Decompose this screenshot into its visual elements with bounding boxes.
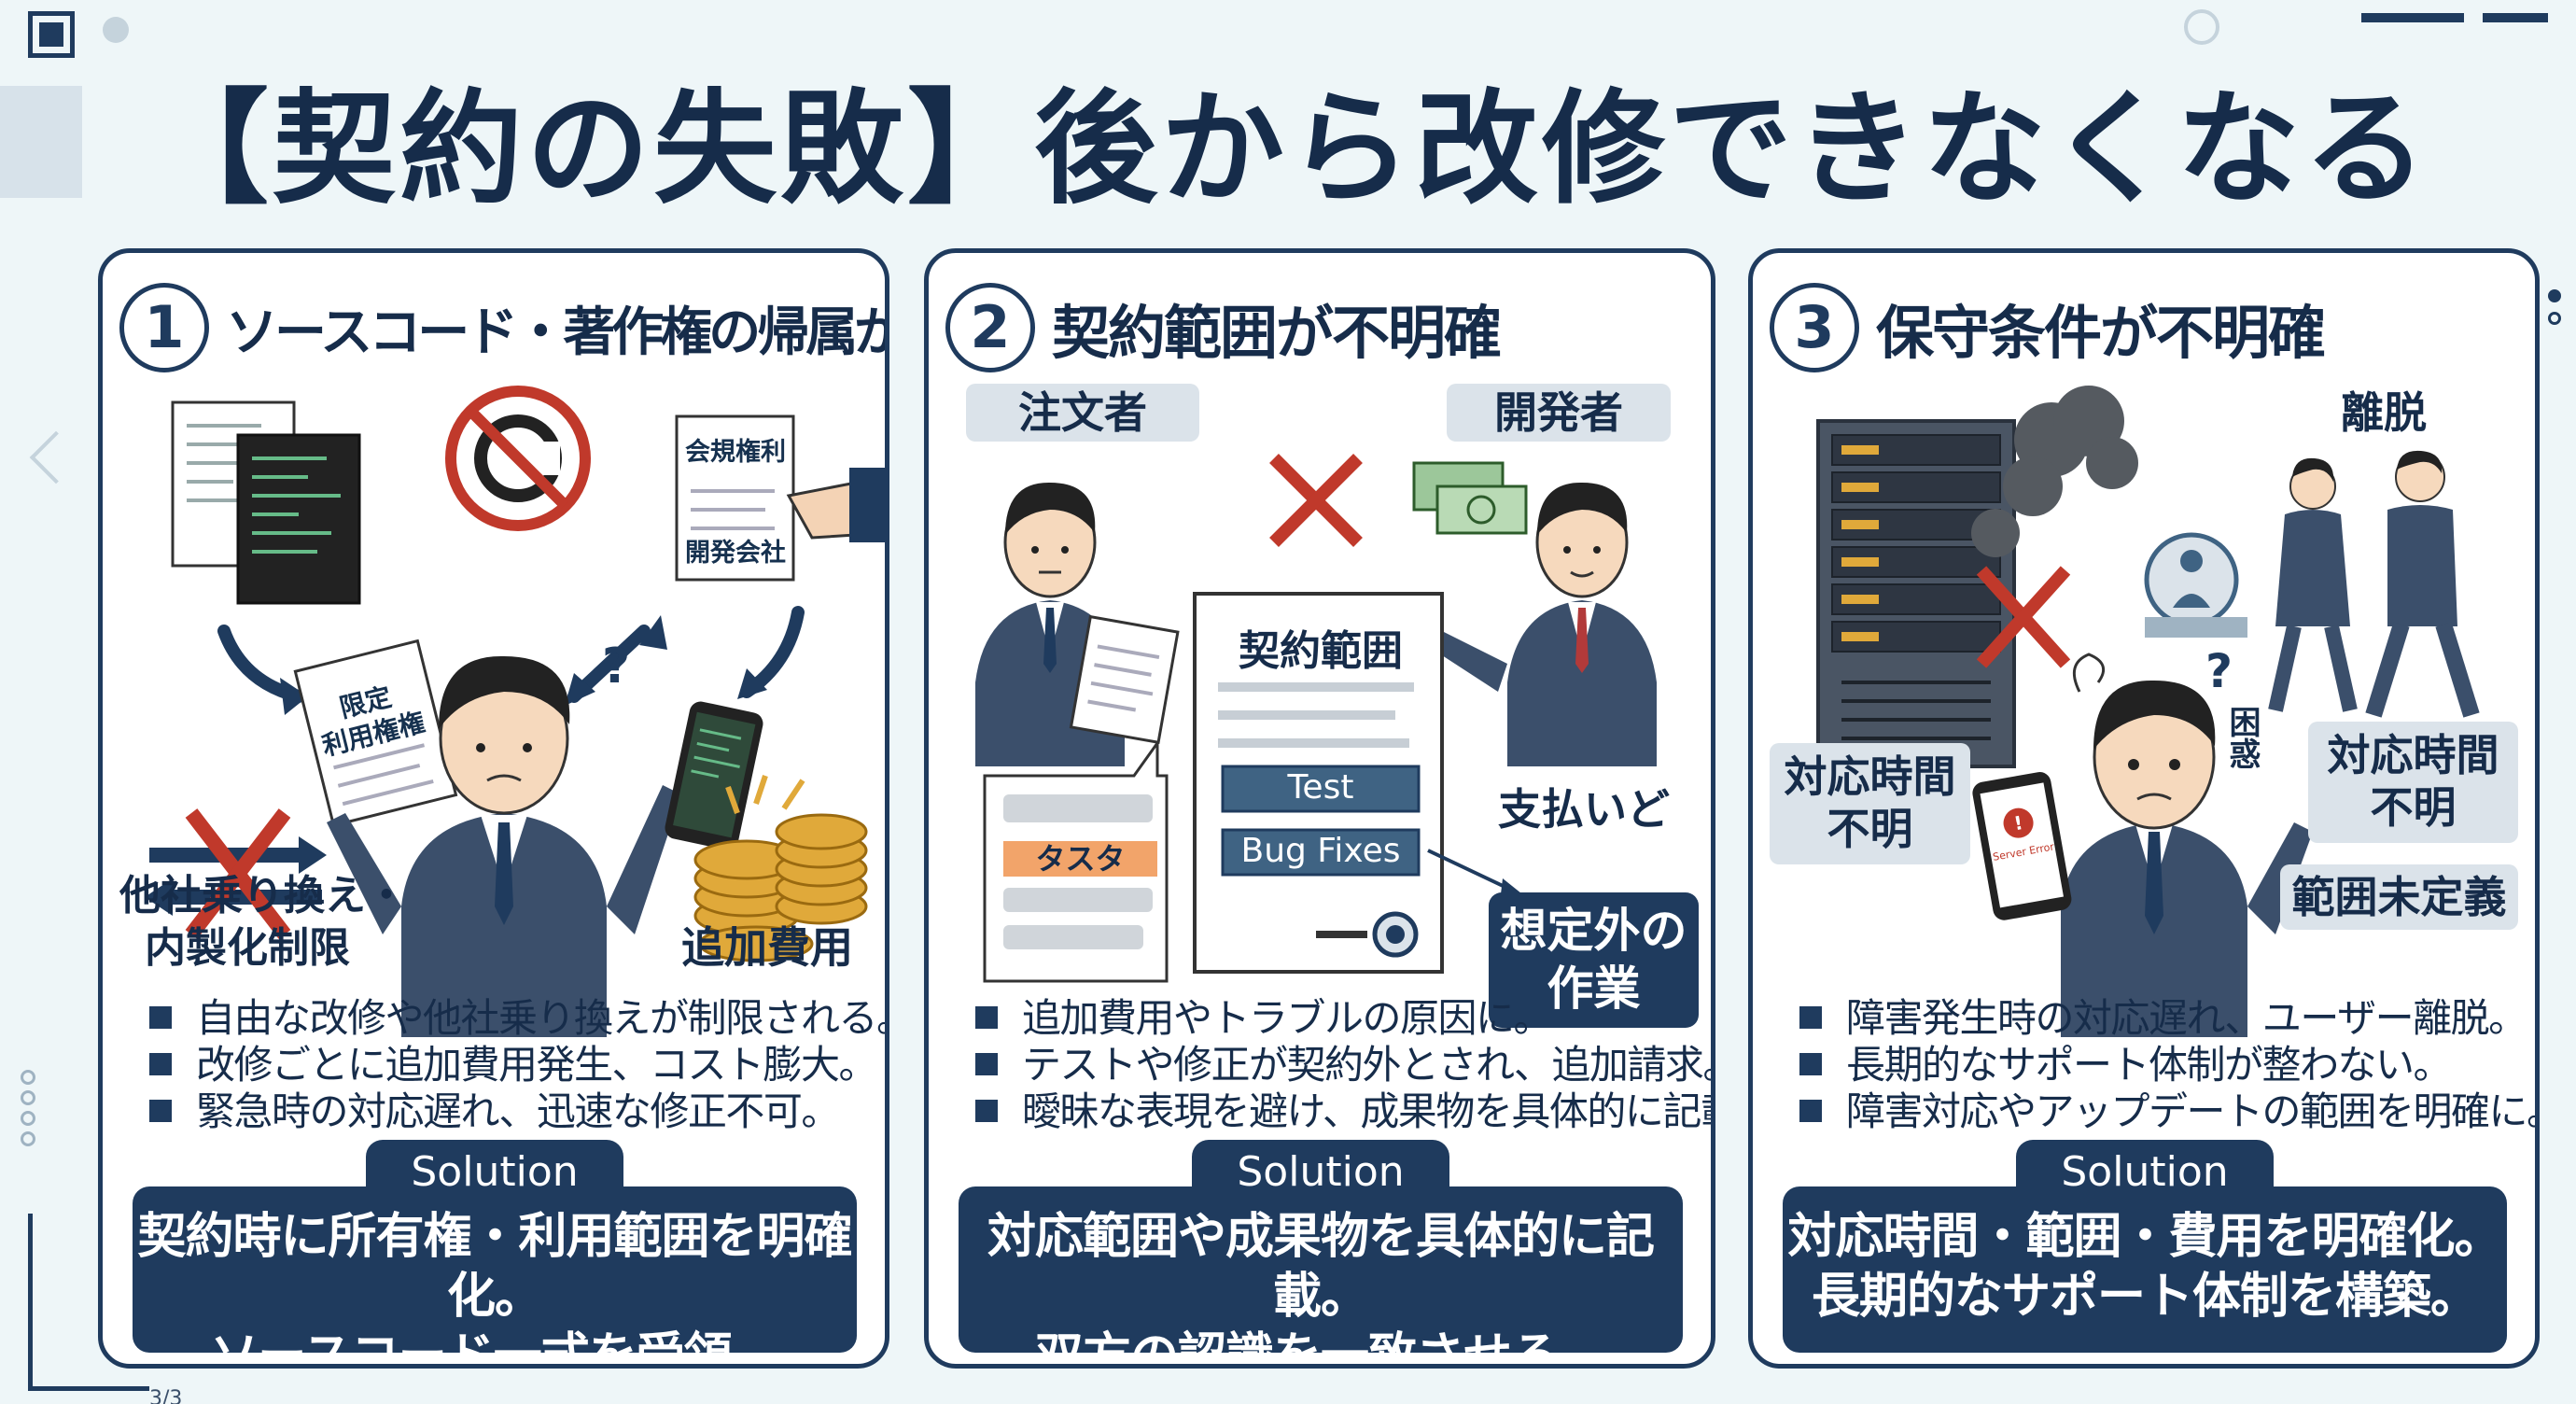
list-item: 緊急時の対応遅れ、迅速な修正不可。 [149, 1088, 885, 1135]
solution-line1: 対応範囲や成果物を具体的に記載。 [987, 1209, 1655, 1325]
label-switch-line1: 他社乗り換え・ [119, 872, 407, 920]
list-item: テストや修正が契約外とされ、追加請求。 [975, 1042, 1711, 1088]
solution-label: Solution [1192, 1140, 1449, 1201]
svg-text:!: ! [2012, 811, 2024, 835]
list-item: 障害対応やアップデートの範囲を明確に。 [1799, 1088, 2535, 1135]
panel-number: 3 [1770, 283, 1859, 372]
label-switch-line2: 内製化制限 [145, 924, 350, 972]
limited-license-document-icon [293, 639, 458, 828]
question-mark-icon: ? [602, 639, 630, 695]
no-copyright-icon [445, 386, 591, 531]
panel-number: 1 [119, 283, 209, 372]
panel-header: 2 契約範囲が不明確 [945, 281, 1502, 374]
bubble-item: タスタ [1035, 841, 1126, 877]
tag-response-time-unknown-left: 対応時間 不明 [1770, 743, 1970, 864]
bullet-list: 障害発生時の対応遅れ、ユーザー離脱。 長期的なサポート体制が整わない。 障害対応… [1799, 995, 2535, 1135]
scope-item-test: Test [1287, 768, 1354, 807]
deco-corner-line [28, 1214, 149, 1391]
solution-line2: 双方の認識を一致させる。 [1034, 1328, 1607, 1369]
smoke-icon [1971, 386, 2138, 557]
panel-maintenance: 3 保守条件が不明確 [1748, 248, 2540, 1369]
panel-title: ソースコード・著作権の帰属が曖昧 [226, 302, 885, 363]
solution-label: Solution [2016, 1140, 2274, 1201]
page-title: 【契約の失敗】後から改修できなくなる [146, 77, 2430, 221]
deco-chevron-left-icon [29, 430, 83, 484]
tag-scope-undefined: 範囲未定義 [2280, 864, 2518, 930]
panel-source-code: 1 ソースコード・著作権の帰属が曖昧 [98, 248, 889, 1369]
error-phone-icon: ! Server Error [1972, 772, 2072, 920]
panel-title: 契約範囲が不明確 [1052, 299, 1502, 367]
list-item: 長期的なサポート体制が整わない。 [1799, 1042, 2535, 1088]
solution-line2: 長期的なサポート体制を構築。 [1811, 1269, 2479, 1325]
deco-ring [2184, 9, 2219, 45]
list-item: 改修ごとに追加費用発生、コスト膨大。 [149, 1042, 885, 1088]
solution-label: Solution [366, 1140, 623, 1201]
tag-response-time-unknown-right: 対応時間 不明 [2308, 722, 2518, 843]
rights-document-icon [675, 414, 885, 582]
solution-line2: ソースコード一式を受領。 [210, 1328, 779, 1369]
panel-contract-scope: 2 契約範囲が不明確 注文者 開発者 [924, 248, 1715, 1369]
smartphone-icon [665, 701, 763, 850]
panel-header: 1 ソースコード・著作権の帰属が曖昧 [119, 281, 885, 374]
solution-box: 対応範囲や成果物を具体的に記載。 双方の認識を一致させる。 [959, 1186, 1683, 1364]
deco-block [0, 86, 82, 198]
solution-box: 契約時に所有権・利用範囲を明確化。 ソースコード一式を受領。 [133, 1186, 857, 1364]
label-leave: 離脱 [2341, 387, 2427, 438]
cross-icon [1269, 454, 1363, 547]
list-item: 追加費用やトラブルの原因に。 [975, 995, 1711, 1042]
speech-bubble [983, 738, 1169, 983]
list-item: 曖昧な表現を避け、成果物を具体的に記載。 [975, 1088, 1711, 1135]
question-mark-icon: ? [2205, 644, 2233, 698]
tag-client: 注文者 [966, 384, 1199, 442]
deco-dot [103, 17, 129, 43]
deco-bar [2361, 13, 2464, 22]
contract-doc-title: 契約範囲 [1239, 627, 1403, 675]
leaving-man-icon [2365, 450, 2480, 718]
panel-title: 保守条件が不明確 [1876, 299, 2326, 367]
label-payment: 支払いど [1498, 784, 1670, 835]
label-confused: 困惑 [2223, 706, 2261, 769]
solution-box: 対応時間・範囲・費用を明確化。 長期的なサポート体制を構築。 [1783, 1186, 2507, 1353]
worried-businessman-icon: ? [327, 639, 681, 1037]
clipboard-icon [1069, 614, 1180, 745]
page-indicator: 3/3 [149, 1387, 183, 1404]
server-rack-icon [1816, 419, 2016, 768]
deco-bar [2483, 13, 2548, 22]
illustration-contract-scope: 注文者 開発者 [929, 384, 1711, 1037]
bullet-list: 自由な改修や他社乗り換えが制限される。 改修ごとに追加費用発生、コスト膨大。 緊… [149, 995, 885, 1135]
switch-arrows-icon [145, 808, 327, 939]
tag-unexpected-work: 想定外の 作業 [1489, 892, 1699, 1028]
list-item: 障害発生時の対応遅れ、ユーザー離脱。 [1799, 995, 2535, 1042]
scope-item-bug-fixes: Bug Fixes [1240, 832, 1401, 870]
developer-businessman-icon [1393, 482, 1657, 766]
source-code-document-icon [171, 400, 361, 605]
solution-line1: 契約時に所有権・利用範囲を明確化。 [137, 1209, 852, 1325]
exit-user-icon [2144, 532, 2247, 638]
cross-icon [1976, 566, 2071, 668]
panel-number: 2 [945, 283, 1035, 372]
tag-developer: 開発者 [1447, 384, 1671, 442]
deco-dot-grid [21, 1064, 49, 1176]
illustration-maintenance: ? ! Server Error 離脱 困惑 対応時間 不明 対応時間 不明 範… [1753, 384, 2535, 1037]
illustration-source-code: 限定 利用権権 会規権利 開発会社 ? [103, 384, 885, 1037]
rights-doc-badge: 会規権利 [685, 437, 786, 467]
bullet-list: 追加費用やトラブルの原因に。 テストや修正が契約外とされ、追加請求。 曖昧な表現… [975, 995, 1711, 1135]
leaving-woman-icon [2268, 457, 2358, 712]
panel-header: 3 保守条件が不明確 [1770, 281, 2326, 374]
confused-businessman-icon: ? [2061, 644, 2313, 1037]
corner-square-icon [28, 11, 75, 58]
coins-icon [693, 775, 868, 962]
contract-scope-document [1193, 592, 1444, 974]
list-item: 自由な改修や他社乗り換えが制限される。 [149, 995, 885, 1042]
solution-line1: 対応時間・範囲・費用を明確化。 [1787, 1209, 2502, 1265]
deco-dots-vertical [2548, 289, 2561, 345]
rights-doc-company: 開発会社 [685, 538, 786, 568]
money-icon [1412, 461, 1528, 535]
label-additional-cost: 追加費用 [681, 922, 853, 973]
